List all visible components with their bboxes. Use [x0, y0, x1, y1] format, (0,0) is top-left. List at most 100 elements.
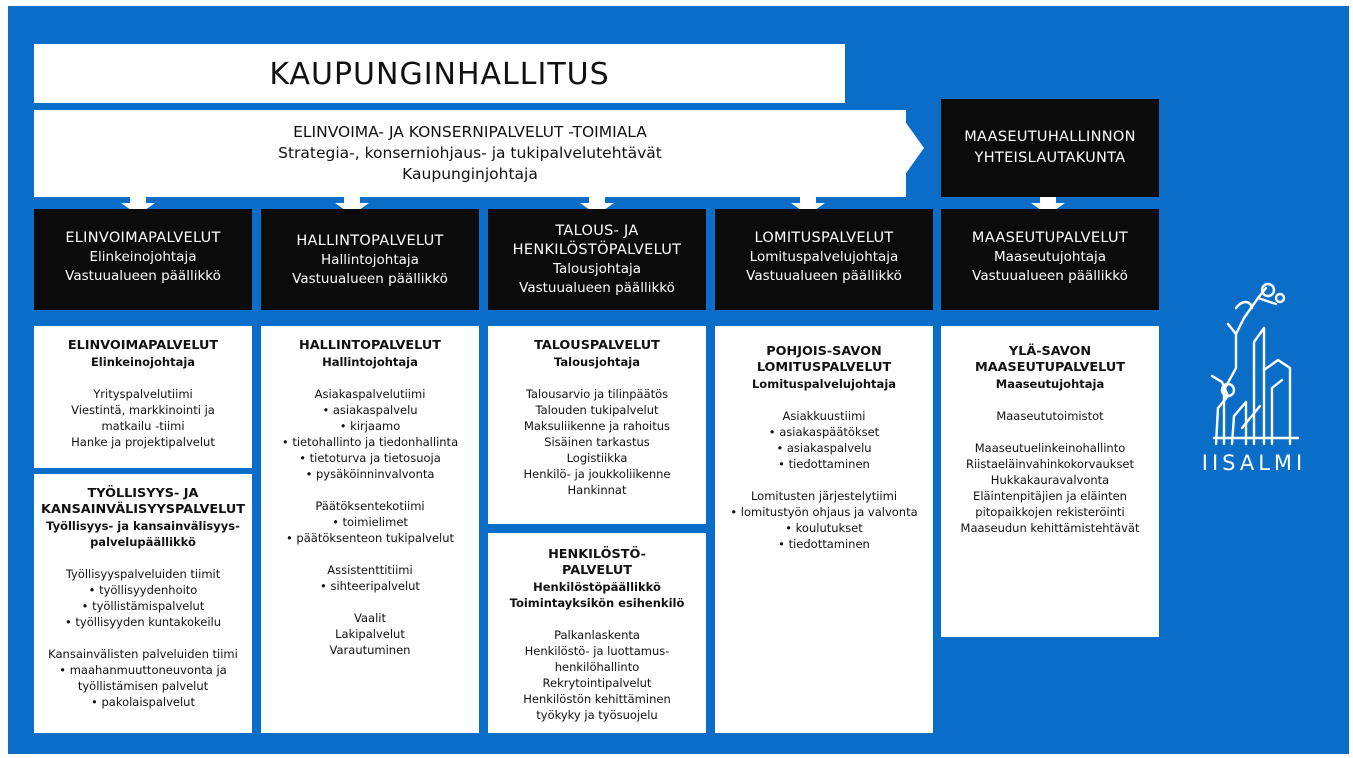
- card-line: Eläintenpitäjien ja eläinten: [973, 489, 1127, 503]
- card-line: Kansainvälisten palveluiden tiimi: [48, 647, 238, 661]
- card-title: YLÄ-SAVON: [1008, 344, 1092, 359]
- card-line: henkilöhallinto: [554, 660, 640, 674]
- card-subtitle: Lomituspalvelujohtaja: [751, 377, 897, 391]
- card-title: POHJOIS-SAVON: [766, 344, 882, 359]
- card-line: Palkanlaskenta: [554, 628, 640, 642]
- division-role: Vastuualueen päällikkö: [746, 268, 902, 284]
- card-line: Maksuliikenne ja rahoitus: [523, 419, 671, 433]
- card-line: • asiakaspäätökset: [768, 425, 880, 439]
- toimiala-head: Kaupunginjohtaja: [402, 165, 538, 183]
- rural-board-line2: YHTEISLAUTAKUNTA: [974, 150, 1126, 166]
- card-line: Assistenttitiimi: [327, 563, 413, 577]
- card-line: työkyky ja työsuojelu: [536, 708, 658, 722]
- card-line: • työllisyyden kuntakokeilu: [64, 615, 222, 629]
- card-title: KANSAINVÄLISYYSPALVELUT: [41, 502, 245, 517]
- city-board-box: KAUPUNGINHALLITUS: [34, 44, 845, 103]
- card-subtitle: Elinkeinojohtaja: [90, 355, 196, 369]
- card-subtitle: Talousjohtaja: [554, 355, 640, 369]
- card-line: työllistämisen palvelut: [77, 679, 209, 693]
- card-line: • tiedottaminen: [778, 457, 870, 471]
- card-line: Työllisyyspalveluiden tiimit: [65, 567, 221, 581]
- org-chart: KAUPUNGINHALLITUS ELINVOIMA- JA KONSERNI…: [8, 6, 1349, 754]
- spacer: [261, 546, 479, 562]
- spacer: [261, 370, 479, 386]
- rural-board-box: MAASEUTUHALLINNON YHTEISLAUTAKUNTA: [941, 99, 1159, 197]
- card-line: Riistaeläinvahinkokorvaukset: [965, 457, 1135, 471]
- card-line: Lomitusten järjestelytiimi: [750, 489, 898, 503]
- division-maaseutu: MAASEUTUPALVELUT Maaseutujohtaja Vastuua…: [941, 209, 1159, 310]
- card-line: • työllisyydenhoito: [88, 583, 198, 597]
- card-title: PALVELUT: [562, 563, 632, 578]
- card-line: Asiakaspalvelutiimi: [314, 387, 426, 401]
- iisalmi-logo-text: IISALMI: [1201, 451, 1307, 475]
- division-title: TALOUS- JA: [555, 223, 639, 239]
- card-line: Lakipalvelut: [335, 627, 405, 641]
- card-line: Yrityspalvelutiimi: [93, 387, 193, 401]
- division-head: Lomituspalvelujohtaja: [749, 249, 899, 265]
- rural-board-line1: MAASEUTUHALLINNON: [964, 129, 1136, 145]
- division-lomitus: LOMITUSPALVELUT Lomituspalvelujohtaja Va…: [715, 209, 933, 310]
- spacer: [34, 370, 252, 386]
- division-head: Hallintojohtaja: [321, 252, 419, 268]
- card-title: ELINVOIMAPALVELUT: [67, 338, 219, 353]
- card-line: matkailu -tiimi: [101, 419, 185, 433]
- card-title: HALLINTOPALVELUT: [299, 338, 441, 353]
- card-title: MAASEUTUPALVELUT: [975, 360, 1125, 375]
- spacer: [261, 594, 479, 610]
- spacer: [34, 630, 252, 646]
- spacer: [488, 611, 706, 627]
- division-role: Vastuualueen päällikkö: [972, 268, 1128, 284]
- card-line: Maaseudun kehittämistehtävät: [960, 521, 1140, 535]
- card-line: • tietohallinto ja tiedonhallinta: [281, 435, 459, 449]
- division-hallinto: HALLINTOPALVELUT Hallintojohtaja Vastuua…: [261, 209, 479, 310]
- division-title: HENKILÖSTÖPALVELUT: [512, 242, 682, 258]
- card-line: • toimielimet: [332, 515, 408, 529]
- division-head: Elinkeinojohtaja: [89, 249, 197, 265]
- card-line: Varautuminen: [329, 643, 411, 657]
- city-board-title: KAUPUNGINHALLITUS: [269, 57, 610, 92]
- division-title: MAASEUTUPALVELUT: [971, 230, 1129, 246]
- card-line: Logistiikka: [566, 451, 628, 465]
- card-line: Maaseututoimistot: [996, 409, 1104, 423]
- division-role: Vastuualueen päällikkö: [65, 268, 221, 284]
- card-subtitle: Henkilöstöpäällikkö: [533, 580, 661, 594]
- card-line: Asiakkuustiimi: [782, 409, 866, 423]
- card-line: • pysäköinninvalvonta: [305, 467, 435, 481]
- card-line: • asiakaspalvelu: [776, 441, 872, 455]
- card-line: Henkilöstön kehittäminen: [523, 692, 671, 706]
- spacer: [34, 550, 252, 566]
- division-title: LOMITUSPALVELUT: [754, 230, 894, 246]
- card-line: • tiedottaminen: [778, 537, 870, 551]
- toimiala-subtitle: Strategia-, konserniohjaus- ja tukipalve…: [278, 144, 662, 162]
- spacer: [261, 482, 479, 498]
- division-role: Vastuualueen päällikkö: [292, 271, 448, 287]
- division-talous: TALOUS- JA HENKILÖSTÖPALVELUT Talousjoht…: [488, 209, 706, 310]
- card-line: Talouden tukipalvelut: [535, 403, 659, 417]
- spacer: [488, 370, 706, 386]
- card-line: Maaseutuelinkeinohallinto: [974, 441, 1126, 455]
- spacer: [941, 392, 1159, 408]
- card-line: • lomitustyön ohjaus ja valvonta: [730, 505, 918, 519]
- card-line: Hanke ja projektipalvelut: [71, 435, 215, 449]
- card-line: Päätöksentekotiimi: [315, 499, 425, 513]
- card-line: • päätöksenteon tukipalvelut: [285, 531, 455, 545]
- iisalmi-logo-icon: [1210, 282, 1300, 446]
- arrow-right-icon: [888, 120, 924, 176]
- card-line: • pakolaispalvelut: [91, 695, 195, 709]
- division-role: Vastuualueen päällikkö: [519, 280, 675, 296]
- card-subtitle: Maaseutujohtaja: [995, 377, 1105, 391]
- division-head: Talousjohtaja: [552, 261, 642, 277]
- division-title: ELINVOIMAPALVELUT: [65, 230, 221, 246]
- card-title: HENKILÖSTÖ-: [548, 547, 646, 562]
- card-line: Rekrytointipalvelut: [542, 676, 652, 690]
- card-line: Sisäinen tarkastus: [544, 435, 650, 449]
- card-line: • kirjaamo: [339, 419, 401, 433]
- card-line: Henkilöstö- ja luottamus-: [524, 644, 670, 658]
- card-subtitle: Työllisyys- ja kansainvälisyys-: [46, 519, 240, 533]
- card-line: Vaalit: [354, 611, 386, 625]
